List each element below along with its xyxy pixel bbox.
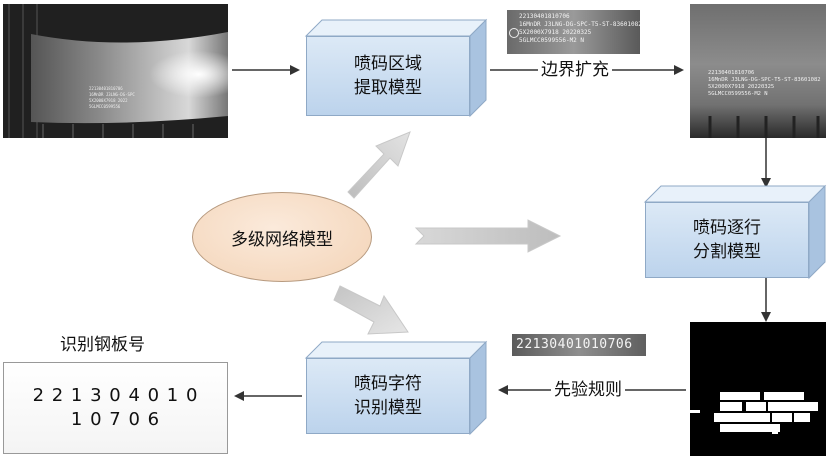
crop-line-2: 16MnDR J3LNG-DG-SPC-T5-ST-83601082	[519, 21, 640, 28]
mask-rects	[690, 392, 818, 434]
crop-line-3: 5X2000X7918 20220325	[519, 29, 592, 36]
segmentation-mask-image	[690, 322, 826, 456]
arrow-photo-to-extract	[232, 65, 300, 75]
expanded-line-4: 5GLMCC0599556-M2 N	[708, 91, 768, 97]
expanded-line-3: 5X2000X7918 20220325	[708, 84, 775, 90]
code-line-strip-image: 22130401010706	[512, 334, 646, 356]
result-line-1: 2 2 1 3 0 4 0 1 0	[32, 385, 199, 406]
arrow-recognize-to-result	[234, 391, 302, 401]
expanded-line-1: 22130401810706	[708, 70, 755, 76]
arrow-expanded-to-segment	[761, 138, 771, 188]
edge-label-expand: 边界扩充	[538, 59, 612, 81]
result-line-2: 1 0 7 0 6	[70, 409, 161, 430]
svg-text:22130401810706: 22130401810706	[89, 86, 123, 91]
extract-model-box: 喷码区域 提取模型	[304, 18, 488, 118]
svg-text:16MnDR J3LNG-DG-SPC: 16MnDR J3LNG-DG-SPC	[89, 92, 135, 97]
code-crop-image: 22130401810706 16MnDR J3LNG-DG-SPC-T5-ST…	[507, 10, 640, 54]
recognize-box-line2: 识别模型	[354, 398, 422, 418]
extract-box-line2: 提取模型	[354, 78, 422, 98]
strip-text: 22130401010706	[516, 337, 633, 352]
extract-box-line1: 喷码区域	[354, 54, 422, 74]
edge-label-prior: 先验规则	[551, 379, 625, 401]
logo-mark	[509, 28, 519, 38]
result-title: 识别钢板号	[60, 335, 145, 355]
gray-arrow-to-recognize	[333, 285, 409, 335]
crop-line-4: 5GLMCC0599556-M2 N	[519, 37, 585, 44]
expanded-line-2: 16MnDR J3LNG-DG-SPC-T5-ST-83601082	[708, 77, 821, 83]
expanded-region-image: 22130401810706 16MnDR J3LNG-DG-SPC-T5-ST…	[690, 4, 826, 138]
segment-box-line1: 喷码逐行	[693, 218, 761, 238]
steel-plate-image: 22130401810706 16MnDR J3LNG-DG-SPC 5X200…	[3, 4, 228, 138]
recognize-box-line1: 喷码字符	[354, 374, 422, 394]
crop-line-1: 22130401810706	[519, 13, 570, 20]
segment-box-line2: 分割模型	[693, 242, 761, 262]
result-box: 2 2 1 3 0 4 0 1 0 1 0 7 0 6	[3, 362, 228, 454]
svg-text:5GLMCC0599556: 5GLMCC0599556	[89, 104, 121, 109]
svg-text:5X2000X7918 2022: 5X2000X7918 2022	[89, 98, 128, 103]
gray-arrow-to-extract	[347, 131, 411, 199]
center-label: 多级网络模型	[231, 229, 333, 250]
recognize-model-box: 喷码字符 识别模型	[304, 340, 488, 436]
arrow-segment-to-mask	[761, 278, 771, 322]
multi-level-network-ellipse: 多级网络模型	[192, 192, 372, 282]
support-bars	[708, 116, 820, 138]
gray-arrow-to-segment	[414, 219, 562, 253]
steel-plate-photo: 22130401810706 16MnDR J3LNG-DG-SPC 5X200…	[3, 4, 228, 138]
segment-model-box: 喷码逐行 分割模型	[643, 184, 827, 280]
